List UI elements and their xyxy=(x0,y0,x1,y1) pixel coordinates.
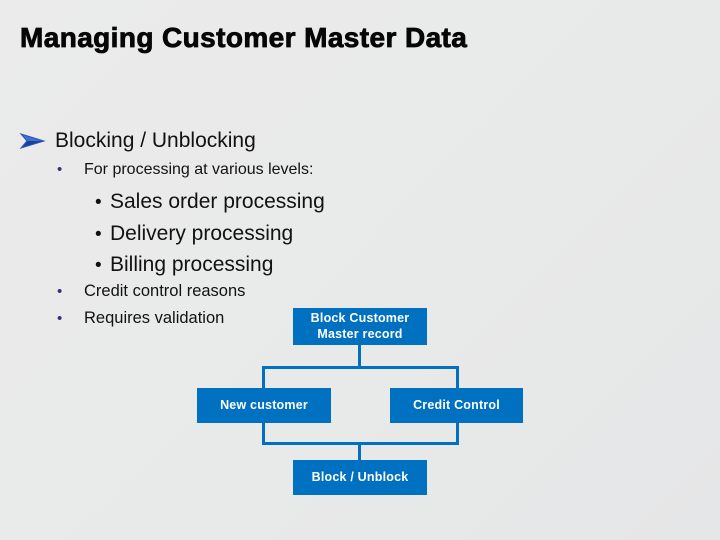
diagram-box-label: Block / Unblock xyxy=(311,469,409,484)
connector-line xyxy=(262,366,459,369)
bullet-dot-icon: • xyxy=(95,192,102,213)
slide-title: Managing Customer Master Data xyxy=(20,22,468,54)
bullet-level2-item: • Credit control reasons xyxy=(57,282,245,301)
diagram-box-block-unblock: Block / Unblock xyxy=(293,460,427,495)
diagram-box-new-customer: New customer xyxy=(197,388,331,423)
bullet-level1-label: Blocking / Unblocking xyxy=(55,129,256,152)
bullet-level3-label: Billing processing xyxy=(110,253,274,276)
arrow-bullet-icon xyxy=(19,131,46,151)
bullet-level1-row: Blocking / Unblocking xyxy=(19,129,256,153)
bullet-dot-icon: • xyxy=(95,224,102,245)
diagram-box-credit-control: Credit Control xyxy=(390,388,523,423)
bullet-dot-icon: • xyxy=(57,161,63,178)
bullet-level2-item: • Requires validation xyxy=(57,309,224,328)
diagram-box-block-customer-master-record: Block Customer Master record xyxy=(293,308,427,345)
bullet-dot-icon: • xyxy=(95,255,102,276)
bullet-level3-item: • Delivery processing xyxy=(95,222,293,246)
bullet-dot-icon: • xyxy=(57,310,63,327)
bullet-level3-label: Sales order processing xyxy=(110,190,325,213)
connector-line xyxy=(262,422,265,444)
bullet-dot-icon: • xyxy=(57,283,63,300)
connector-line xyxy=(456,422,459,444)
connector-line xyxy=(358,345,361,368)
bullet-level3-item: • Sales order processing xyxy=(95,190,325,214)
connector-line xyxy=(358,444,361,461)
bullet-level2-intro-label: For processing at various levels: xyxy=(84,161,314,178)
diagram-box-label: New customer xyxy=(220,397,308,412)
bullet-level3-label: Delivery processing xyxy=(110,222,294,245)
diagram-box-label: Block Customer Master record xyxy=(310,311,410,341)
connector-line xyxy=(262,442,459,445)
connector-line xyxy=(456,366,459,389)
connector-line xyxy=(262,366,265,389)
bullet-level2-label: Credit control reasons xyxy=(84,282,246,300)
bullet-level2-intro: • For processing at various levels: xyxy=(57,161,313,179)
bullet-level3-item: • Billing processing xyxy=(95,253,273,277)
bullet-level2-label: Requires validation xyxy=(84,309,225,327)
diagram-box-label: Credit Control xyxy=(413,397,500,412)
